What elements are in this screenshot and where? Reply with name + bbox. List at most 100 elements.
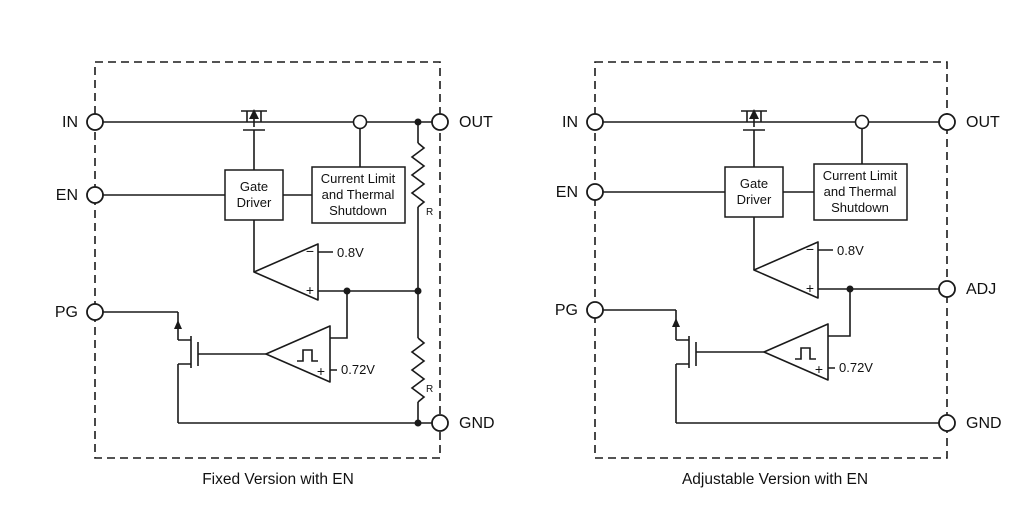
pin-adj-terminal <box>938 280 956 298</box>
current-limit-label-line2: and Thermal <box>322 187 395 202</box>
pg-comparator-triangle <box>265 325 331 383</box>
gate-driver-block: Gate Driver <box>724 166 784 218</box>
current-limit-label-line2: and Thermal <box>824 184 897 199</box>
error-amp-plus-sign: + <box>806 280 814 296</box>
feedback-resistor-bottom <box>410 337 426 403</box>
pg-comparator-triangle <box>763 323 829 381</box>
pin-in-label: IN <box>62 114 78 131</box>
error-amplifier: − + <box>753 241 819 299</box>
vref-0v8-label: 0.8V <box>337 245 364 260</box>
current-limit-block: Current Limit and Thermal Shutdown <box>311 166 406 224</box>
pass-fet-arrow <box>749 109 759 119</box>
resistor-bottom-label: R <box>426 384 433 395</box>
pin-gnd: GND <box>938 414 1002 432</box>
error-amp-minus-sign: − <box>806 241 814 257</box>
current-limit-label-line1: Current Limit <box>823 168 898 183</box>
pin-gnd-terminal <box>431 414 449 432</box>
junction-dot <box>846 285 854 293</box>
hysteresis-icon <box>297 349 318 362</box>
pin-pg: PG <box>55 303 104 321</box>
pg-fet-body <box>190 336 199 368</box>
pin-pg-terminal <box>86 303 104 321</box>
gate-driver-label-line1: Gate <box>240 179 268 194</box>
current-limit-box <box>813 163 908 221</box>
pg-open-drain-fet <box>672 318 697 368</box>
vref-0v72-label: 0.72V <box>839 360 873 375</box>
hysteresis-icon <box>795 347 816 360</box>
pin-out-label: OUT <box>966 114 1000 131</box>
pin-out-terminal <box>431 113 449 131</box>
pin-out-terminal <box>938 113 956 131</box>
gate-driver-box <box>724 166 784 218</box>
pin-out: OUT <box>431 113 493 131</box>
current-limit-label-line3: Shutdown <box>329 203 387 218</box>
pin-pg-label: PG <box>555 302 578 319</box>
gate-driver-block: Gate Driver <box>224 169 284 221</box>
feedback-divider: R R <box>410 142 433 403</box>
pin-gnd-terminal <box>938 414 956 432</box>
pg-comparator-plus-sign: + <box>317 363 325 379</box>
current-limit-tap-node <box>854 114 870 130</box>
current-limit-label-line1: Current Limit <box>321 171 396 186</box>
gate-driver-box <box>224 169 284 221</box>
pin-in-terminal <box>86 113 104 131</box>
pin-gnd-label: GND <box>966 415 1002 432</box>
pin-adj: ADJ <box>938 280 996 298</box>
pin-en-terminal <box>86 186 104 204</box>
current-limit-box <box>311 166 406 224</box>
junction-dot <box>343 287 351 295</box>
pg-fet-body <box>688 336 697 368</box>
diagram-caption: Fixed Version with EN <box>202 471 354 488</box>
pass-fet-arrow <box>249 109 259 119</box>
pg-open-drain-fet <box>174 320 199 368</box>
ic-boundary-dashed <box>94 61 441 459</box>
pg-comparator-plus-sign: + <box>815 361 823 377</box>
feedback-resistor-top <box>410 142 426 208</box>
pin-pg: PG <box>555 301 604 319</box>
vref-0v72-label: 0.72V <box>341 362 375 377</box>
pin-en-terminal <box>586 183 604 201</box>
current-limit-label-line3: Shutdown <box>831 200 889 215</box>
circuit-wiring <box>603 121 939 424</box>
ic-boundary-dashed <box>594 61 948 459</box>
pin-in-label: IN <box>562 114 578 131</box>
pin-out-label: OUT <box>459 114 493 131</box>
junction-dot <box>414 419 422 427</box>
adjustable-version-diagram: Gate Driver Current Limit and Thermal Sh… <box>555 61 1002 488</box>
pin-en: EN <box>56 186 104 204</box>
pin-en: EN <box>556 183 604 201</box>
pin-en-label: EN <box>56 187 78 204</box>
junction-dots <box>343 118 422 427</box>
pg-comparator: + <box>265 325 331 383</box>
pass-fet <box>241 109 267 131</box>
diagram-caption: Adjustable Version with EN <box>682 471 868 488</box>
error-amp-minus-sign: − <box>306 243 314 259</box>
junction-dot <box>414 118 422 126</box>
error-amp-plus-sign: + <box>306 282 314 298</box>
pin-gnd: GND <box>431 414 495 432</box>
pg-fet-arrow <box>672 318 680 327</box>
pin-en-label: EN <box>556 184 578 201</box>
junction-dot <box>414 287 422 295</box>
current-limit-block: Current Limit and Thermal Shutdown <box>813 163 908 221</box>
junction-dots <box>846 285 854 293</box>
pin-pg-label: PG <box>55 304 78 321</box>
pg-fet-arrow <box>174 320 182 329</box>
vref-0v8-label: 0.8V <box>837 243 864 258</box>
gate-driver-label-line1: Gate <box>740 176 768 191</box>
gate-driver-label-line2: Driver <box>237 195 272 210</box>
circuit-wiring <box>103 121 432 424</box>
pin-in: IN <box>562 113 604 131</box>
fixed-version-diagram: Gate Driver Current Limit and Thermal Sh… <box>55 61 495 488</box>
pin-out: OUT <box>938 113 1000 131</box>
error-amplifier: − + <box>253 243 319 301</box>
pg-comparator: + <box>763 323 829 381</box>
error-amplifier-triangle <box>753 241 819 299</box>
pin-pg-terminal <box>586 301 604 319</box>
pin-in: IN <box>62 113 104 131</box>
gate-driver-label-line2: Driver <box>737 192 772 207</box>
error-amplifier-triangle <box>253 243 319 301</box>
pass-fet <box>741 109 767 131</box>
